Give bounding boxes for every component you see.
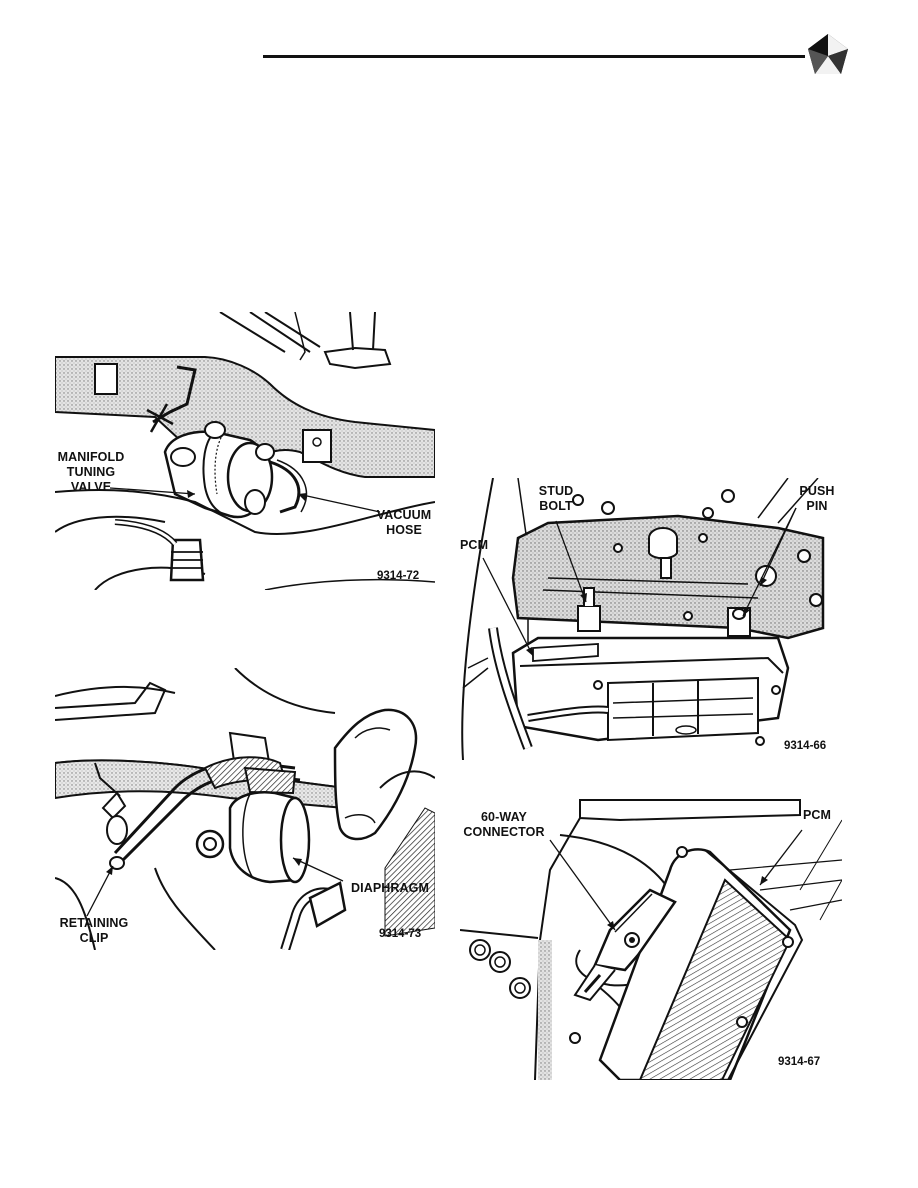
- label-line: CLIP: [79, 931, 109, 945]
- label-line: PIN: [806, 499, 828, 513]
- label-line: DIAPHRAGM: [351, 881, 429, 895]
- label-line: 60-WAY: [481, 810, 527, 824]
- figure-number: 9314-67: [778, 1056, 821, 1068]
- label-line: VALVE: [70, 480, 112, 494]
- label-line: HOSE: [386, 523, 422, 537]
- label-line: MANIFOLD: [57, 450, 125, 464]
- connector-label: 60-WAY CONNECTOR: [462, 810, 546, 840]
- figure-pcm-connector: 60-WAY CONNECTOR PCM 9314-67: [460, 790, 842, 1080]
- figure-pcm-mounting: STUD BOLT PUSH PIN PCM 9314-66: [458, 478, 840, 760]
- manifold-valve-illustration: [55, 312, 435, 590]
- label-line: RETAINING: [59, 916, 129, 930]
- label-line: STUD: [538, 484, 574, 498]
- stud-bolt-label: STUD BOLT: [534, 484, 578, 514]
- push-pin-label: PUSH PIN: [794, 484, 840, 514]
- vacuum-hose-label: VACUUM HOSE: [373, 508, 435, 538]
- pentastar-logo-icon: [808, 34, 848, 74]
- label-line: TUNING: [66, 465, 116, 479]
- retaining-clip-label: RETAINING CLIP: [55, 916, 133, 946]
- diaphragm-illustration: [55, 668, 435, 950]
- label-line: PCM: [460, 538, 489, 552]
- figure-number: 9314-66: [784, 740, 827, 752]
- pcm-mounting-illustration: [461, 478, 825, 760]
- label-line: PCM: [802, 808, 832, 822]
- figure-diaphragm: DIAPHRAGM RETAINING CLIP 9314-73: [55, 668, 435, 950]
- pcm-label: PCM: [800, 808, 834, 823]
- figure-number: 9314-72: [377, 570, 420, 582]
- figure-manifold-tuning-valve: MANIFOLD TUNING VALVE VACUUM HOSE 9314-7…: [55, 312, 435, 590]
- label-line: VACUUM: [376, 508, 432, 522]
- label-line: PUSH: [799, 484, 835, 498]
- header-rule: [263, 55, 805, 58]
- figure-number: 9314-73: [379, 928, 422, 940]
- pcm-connector-illustration: [460, 799, 842, 1080]
- label-line: CONNECTOR: [463, 825, 545, 839]
- label-line: BOLT: [539, 499, 573, 513]
- manifold-tuning-valve-label: MANIFOLD TUNING VALVE: [55, 450, 127, 495]
- diaphragm-label: DIAPHRAGM: [345, 881, 435, 896]
- pcm-label: PCM: [460, 538, 500, 553]
